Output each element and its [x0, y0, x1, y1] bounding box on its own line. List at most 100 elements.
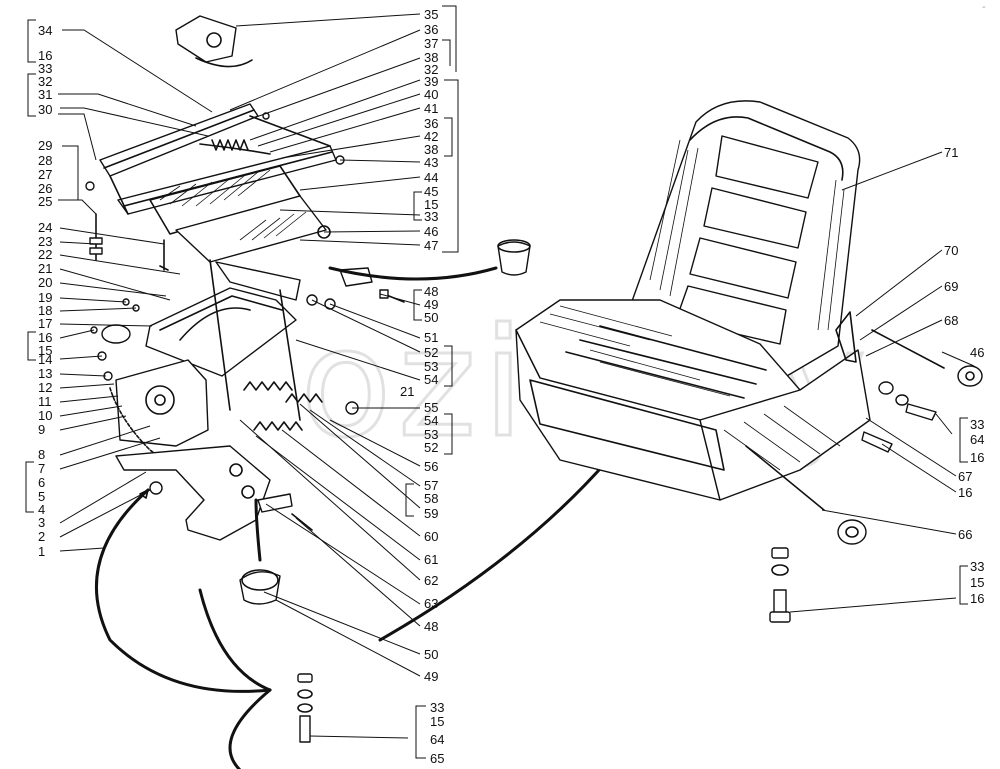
callout-37: 37: [424, 36, 438, 51]
callout-67: 67: [958, 469, 972, 484]
callout-30: 30: [38, 102, 52, 117]
callout-34: 34: [38, 23, 52, 38]
callout-labels: 34 16 33 32 31 30 29 28 27 26 25 24 23 2…: [38, 7, 984, 766]
callout-19: 19: [38, 290, 52, 305]
callout-15: 15: [424, 197, 438, 212]
callout-50: 50: [424, 310, 438, 325]
callout-42: 42: [424, 129, 438, 144]
callout-23: 23: [38, 234, 52, 249]
callout-16: 16: [970, 591, 984, 606]
callout-4: 4: [38, 502, 45, 517]
callout-60: 60: [424, 529, 438, 544]
callout-70: 70: [944, 243, 958, 258]
callout-16: 16: [970, 450, 984, 465]
callout-17: 17: [38, 316, 52, 331]
callout-6: 6: [38, 475, 45, 490]
callout-18: 18: [38, 303, 52, 318]
callout-9: 9: [38, 422, 45, 437]
callout-45: 45: [424, 184, 438, 199]
callout-5: 5: [38, 489, 45, 504]
callout-25: 25: [38, 194, 52, 209]
callout-38: 38: [424, 142, 438, 157]
bushing-top: [497, 239, 531, 276]
callout-47: 47: [424, 238, 438, 253]
callout-49: 49: [424, 297, 438, 312]
callout-48: 48: [424, 284, 438, 299]
callout-66: 66: [958, 527, 972, 542]
seat-assembly: [515, 100, 983, 623]
callout-54: 54: [424, 413, 438, 428]
callout-16: 16: [38, 330, 52, 345]
callout-58: 58: [424, 491, 438, 506]
callout-68: 68: [944, 313, 958, 328]
callout-1: 1: [38, 544, 45, 559]
callout-33: 33: [970, 559, 984, 574]
callout-15: 15: [38, 343, 52, 358]
callout-49: 49: [424, 669, 438, 684]
callout-35: 35: [424, 7, 438, 22]
callout-22: 22: [38, 247, 52, 262]
callout-20: 20: [38, 275, 52, 290]
callout-14: 14: [38, 352, 52, 367]
callout-31: 31: [38, 87, 52, 102]
callout-62: 62: [424, 573, 438, 588]
callout-33: 33: [38, 61, 52, 76]
callout-10: 10: [38, 408, 52, 423]
callout-53: 53: [424, 359, 438, 374]
bushing-lower: [239, 569, 281, 605]
callout-29: 29: [38, 138, 52, 153]
callout-28: 28: [38, 153, 52, 168]
callout-64: 64: [970, 432, 984, 447]
leader-lines: [58, 13, 975, 739]
callout-33: 33: [424, 209, 438, 224]
callout-63: 63: [424, 596, 438, 611]
callout-21: 21: [400, 384, 414, 399]
callout-32: 32: [38, 74, 52, 89]
callout-69: 69: [944, 279, 958, 294]
callout-27: 27: [38, 167, 52, 182]
callout-52: 52: [424, 440, 438, 455]
callout-8: 8: [38, 447, 45, 462]
callout-55: 55: [424, 400, 438, 415]
callout-54: 54: [424, 372, 438, 387]
adjustment-mechanism: [90, 259, 405, 541]
callout-53: 53: [424, 427, 438, 442]
callout-46: 46: [424, 224, 438, 239]
callout-59: 59: [424, 506, 438, 521]
callout-2: 2: [38, 529, 45, 544]
callout-38: 38: [424, 50, 438, 65]
callout-65: 65: [430, 751, 444, 766]
bolt-stack-lower: [297, 673, 313, 743]
callout-40: 40: [424, 87, 438, 102]
callout-52: 52: [424, 345, 438, 360]
callout-44: 44: [424, 170, 438, 185]
callout-71: 71: [944, 145, 958, 160]
callout-46: 46: [970, 345, 984, 360]
flow-arrows: [94, 266, 610, 769]
callout-26: 26: [38, 181, 52, 196]
callout-61: 61: [424, 552, 438, 567]
callout-12: 12: [38, 380, 52, 395]
callout-51: 51: [424, 330, 438, 345]
callout-16: 16: [38, 48, 52, 63]
callout-33: 33: [970, 417, 984, 432]
corner-mark: -: [982, 2, 986, 13]
callout-33: 33: [430, 700, 444, 715]
callout-21: 21: [38, 261, 52, 276]
callout-brackets: [25, 5, 968, 759]
callout-43: 43: [424, 155, 438, 170]
callout-24: 24: [38, 220, 52, 235]
callout-16: 16: [958, 485, 972, 500]
callout-41: 41: [424, 101, 438, 116]
callout-57: 57: [424, 478, 438, 493]
callout-64: 64: [430, 732, 444, 747]
callout-15: 15: [430, 714, 444, 729]
callout-36: 36: [424, 116, 438, 131]
callout-56: 56: [424, 459, 438, 474]
callout-48: 48: [424, 619, 438, 634]
callout-50: 50: [424, 647, 438, 662]
callout-13: 13: [38, 366, 52, 381]
callout-39: 39: [424, 74, 438, 89]
callout-7: 7: [38, 461, 45, 476]
